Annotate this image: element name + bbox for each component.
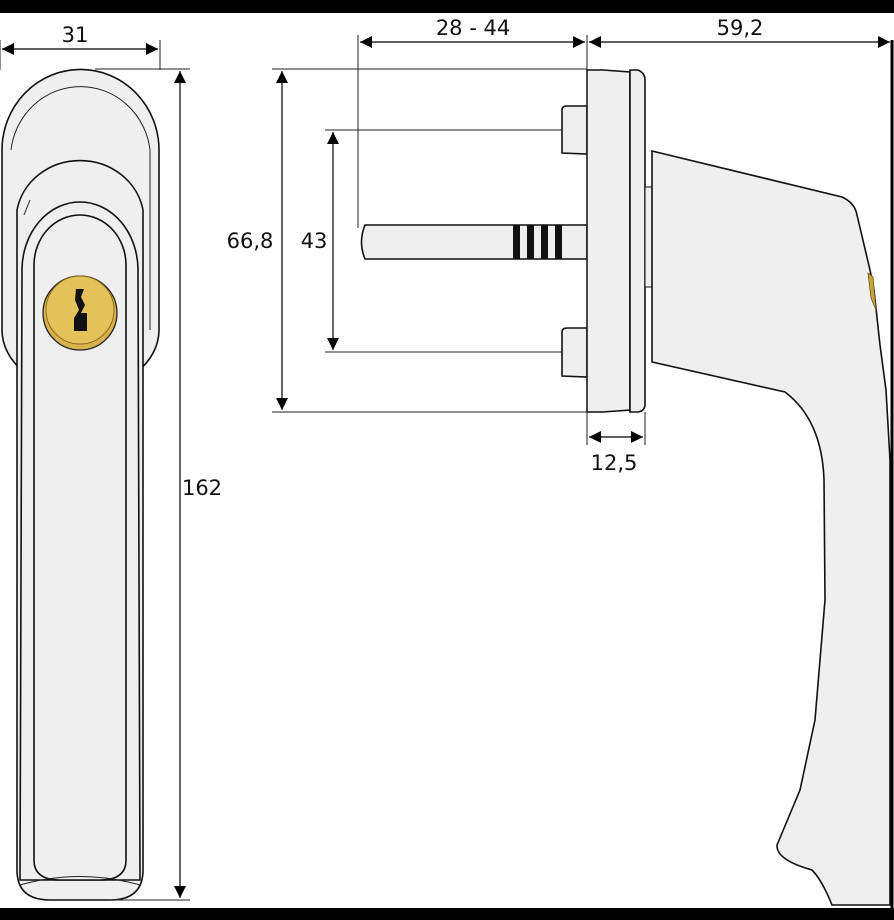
dim-projection-label: 59,2: [717, 16, 764, 40]
dim-spindle-length-label: 28 - 44: [436, 16, 510, 40]
side-view: [360, 40, 894, 908]
dim-rose-depth-label: 12,5: [591, 451, 638, 475]
dim-screw-spacing-label: 43: [301, 229, 328, 253]
front-view: [1, 68, 160, 901]
dim-rose-height-label: 66,8: [227, 229, 274, 253]
bottom-border: [0, 908, 894, 920]
lock-cylinder: [42, 275, 118, 351]
top-border: [0, 0, 894, 13]
keyhole-icon: [74, 289, 87, 331]
dim-height-label: 162: [182, 476, 222, 500]
dim-width-label: 31: [62, 23, 89, 47]
